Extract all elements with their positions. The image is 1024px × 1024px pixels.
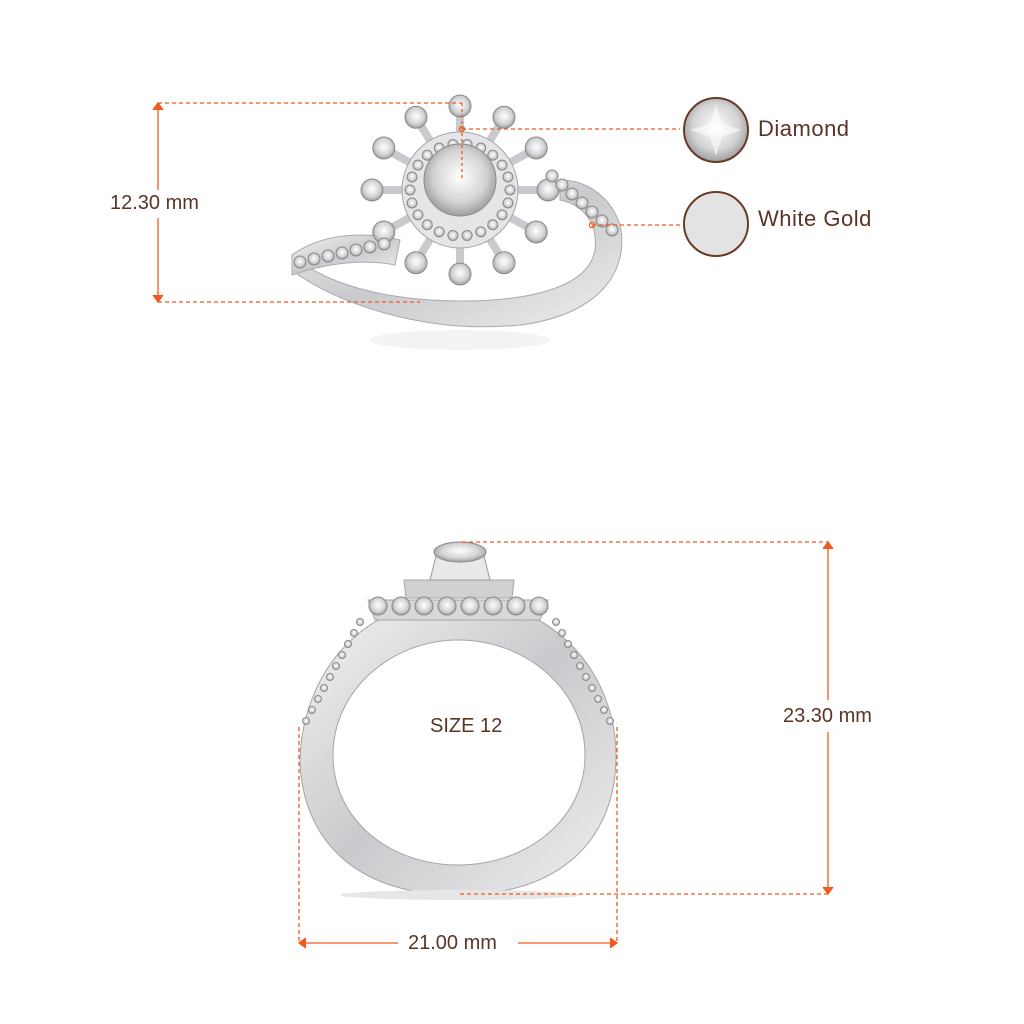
diamond-stone xyxy=(545,169,559,183)
diamond-stone xyxy=(487,149,499,161)
diamond-stone xyxy=(475,226,487,238)
diamond-stone xyxy=(605,223,619,237)
diamond-stone xyxy=(447,230,459,242)
diamond-stone xyxy=(372,136,396,160)
diamond-stone xyxy=(391,596,411,616)
diamond-stone xyxy=(506,596,526,616)
diamond-stone xyxy=(404,184,416,196)
diamond-stone xyxy=(460,596,480,616)
diamond-stone xyxy=(524,220,548,244)
diamond-stone xyxy=(421,219,433,231)
diamond-stone xyxy=(433,226,445,238)
ring-side-view xyxy=(299,541,617,900)
diamond-stone xyxy=(504,184,516,196)
diamond-stone xyxy=(406,171,418,183)
diamond-swatch-icon xyxy=(683,97,749,163)
diamond-stone xyxy=(594,695,602,703)
diamond-stone xyxy=(412,159,424,171)
diamond-stone xyxy=(302,717,310,725)
legend-callouts xyxy=(458,125,680,229)
shank-diamonds xyxy=(293,169,619,269)
diamond-stone xyxy=(314,695,322,703)
diamond-stone xyxy=(606,717,614,725)
diamond-stone xyxy=(529,596,549,616)
legend-label-diamond: Diamond xyxy=(758,116,850,141)
diamond-stone xyxy=(326,673,334,681)
side-height-dimension xyxy=(460,540,834,896)
diamond-stone xyxy=(293,255,307,269)
diamond-stone xyxy=(321,249,335,263)
diamond-stone xyxy=(558,629,566,637)
diamond-stone xyxy=(335,246,349,260)
diamond-stone xyxy=(404,251,428,275)
diamond-stone xyxy=(448,262,472,286)
diamond-stone xyxy=(536,178,560,202)
diamond-stone xyxy=(349,243,363,257)
diamond-stone xyxy=(448,94,472,118)
diamond-stone xyxy=(570,651,578,659)
diamond-stone xyxy=(350,629,358,637)
diamond-stone xyxy=(496,159,508,171)
diamond-stone xyxy=(461,230,473,242)
diamond-stone xyxy=(332,662,340,670)
diamond-stone xyxy=(377,237,391,251)
diamond-stone xyxy=(412,209,424,221)
diamond-stone xyxy=(368,596,388,616)
diamond-stone xyxy=(502,197,514,209)
ring-top-view xyxy=(291,94,623,350)
diamond-stone xyxy=(338,651,346,659)
diamond-stone xyxy=(565,187,579,201)
white-gold-swatch-icon xyxy=(683,191,749,257)
diamond-stone xyxy=(524,136,548,160)
diamond-stone xyxy=(564,640,572,648)
diamond-stone xyxy=(487,219,499,231)
side-width-dimension xyxy=(297,727,619,949)
side-width-label: 21.00 mm xyxy=(408,932,497,954)
diamond-stone xyxy=(406,197,418,209)
diamond-stone xyxy=(307,252,321,266)
diamond-stone xyxy=(308,706,316,714)
top-height-label: 12.30 mm xyxy=(110,192,199,214)
diamond-stone xyxy=(344,640,352,648)
top-height-dimension xyxy=(152,101,463,304)
side-height-label: 23.30 mm xyxy=(783,705,872,727)
diamond-stone xyxy=(575,196,589,210)
diamond-stone xyxy=(585,205,599,219)
side-view-diamonds xyxy=(302,596,614,725)
diamond-stone xyxy=(356,618,364,626)
diamond-stone xyxy=(492,251,516,275)
diamond-stone xyxy=(492,105,516,129)
ring-size-label: SIZE 12 xyxy=(430,715,503,737)
diamond-stone xyxy=(552,618,560,626)
diamond-stone xyxy=(555,178,569,192)
diamond-stone xyxy=(360,178,384,202)
diamond-stone xyxy=(502,171,514,183)
diamond-stone xyxy=(496,209,508,221)
diamond-stone xyxy=(404,105,428,129)
diamond-stone xyxy=(588,684,596,692)
center-diamond xyxy=(423,143,497,217)
diamond-stone xyxy=(421,149,433,161)
diamond-stone xyxy=(320,684,328,692)
diamond-stone xyxy=(576,662,584,670)
legend-label-white-gold: White Gold xyxy=(758,206,872,231)
diamond-stone xyxy=(363,240,377,254)
diamond-stone xyxy=(595,214,609,228)
diamond-stone xyxy=(414,596,434,616)
diamond-stone xyxy=(483,596,503,616)
diamond-stone xyxy=(600,706,608,714)
diamond-stone xyxy=(437,596,457,616)
diamond-stone xyxy=(582,673,590,681)
